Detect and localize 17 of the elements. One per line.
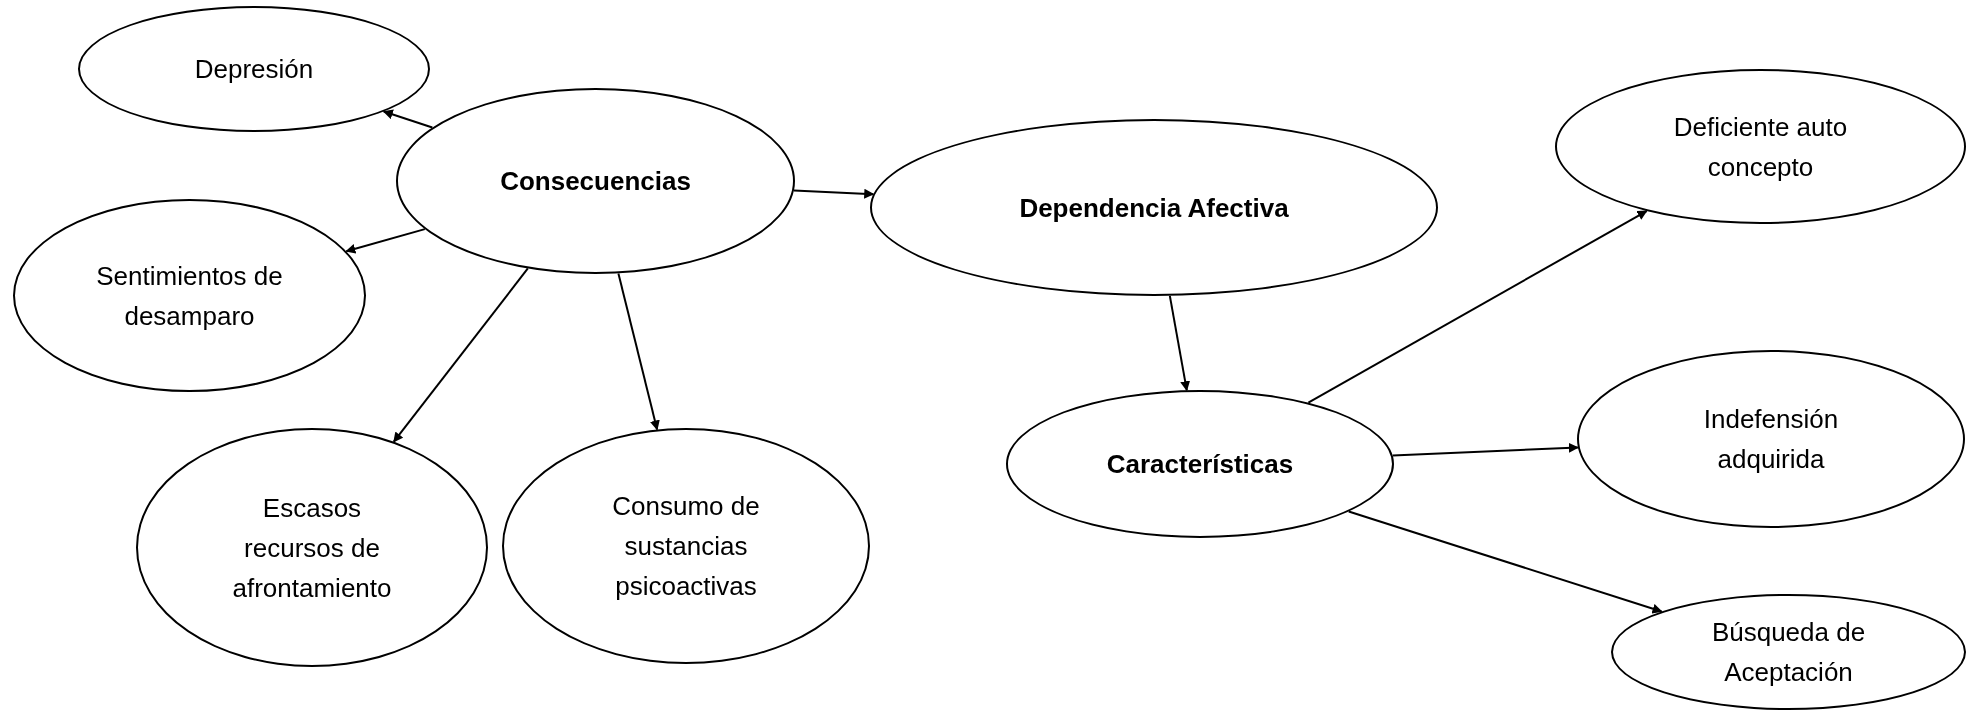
oval-node: Búsqueda de Aceptación	[1611, 594, 1966, 710]
oval-node: Deficiente auto concepto	[1555, 69, 1966, 224]
arrow	[382, 109, 434, 129]
oval-node: Escasos recursos de afrontamiento	[136, 428, 488, 667]
oval-node: Depresión	[78, 6, 430, 132]
arrow	[1347, 510, 1663, 614]
oval-node: Indefensión adquirida	[1577, 350, 1965, 528]
arrow	[617, 272, 660, 431]
arrow	[345, 228, 426, 254]
oval-node: Consecuencias	[396, 88, 795, 274]
arrow	[1168, 294, 1191, 392]
arrow	[1307, 210, 1648, 404]
oval-node: Características	[1006, 390, 1394, 538]
oval-node: Consumo de sustancias psicoactivas	[502, 428, 870, 664]
oval-node: Dependencia Afectiva	[870, 119, 1438, 296]
arrow	[392, 267, 529, 443]
oval-node: Sentimientos de desamparo	[13, 199, 366, 392]
